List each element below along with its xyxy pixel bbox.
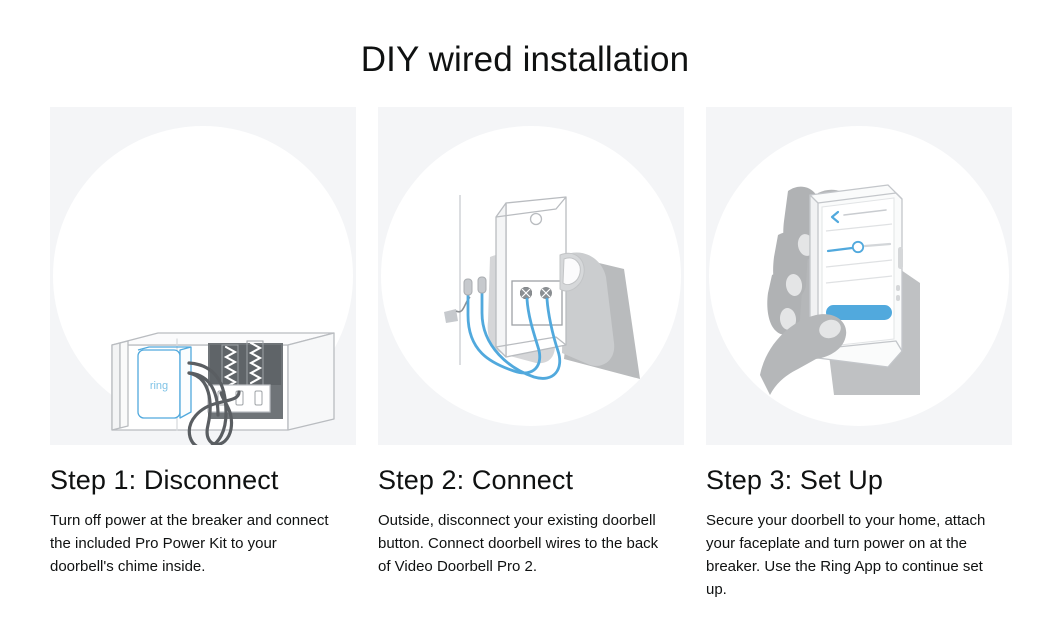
step-card-2: Step 2: Connect Outside, disconnect your… xyxy=(378,107,684,601)
step-2-title: Step 2: Connect xyxy=(378,465,574,495)
step-3-body: Secure your doorbell to your home, attac… xyxy=(706,512,986,598)
pro-power-kit-brand-label: ring xyxy=(150,380,168,392)
step-1-illustration: ring xyxy=(50,107,356,445)
app-continue-button xyxy=(826,305,892,320)
step-3-title: Step 3: Set Up xyxy=(706,465,884,495)
step-2-body: Outside, disconnect your existing doorbe… xyxy=(378,512,659,575)
step-card-3: Step 3: Set Up Secure your doorbell to y… xyxy=(706,107,1012,601)
hand-connecting-doorbell-wires-icon xyxy=(444,195,640,380)
step-2-illustration xyxy=(378,107,684,445)
hand-holding-phone-ring-app-icon xyxy=(760,184,920,395)
step-1-title: Step 1: Disconnect xyxy=(50,465,279,495)
step-3-illustration xyxy=(706,107,1012,445)
page-title: DIY wired installation xyxy=(360,40,690,80)
step-1-body: Turn off power at the breaker and connec… xyxy=(50,512,329,575)
step-card-1: ring Step 1: Disconnect Turn off power a… xyxy=(50,107,356,601)
chime-box-with-pro-power-kit-icon: ring xyxy=(111,332,335,445)
steps-container: ring Step 1: Disconnect Turn off power a… xyxy=(50,107,1012,601)
